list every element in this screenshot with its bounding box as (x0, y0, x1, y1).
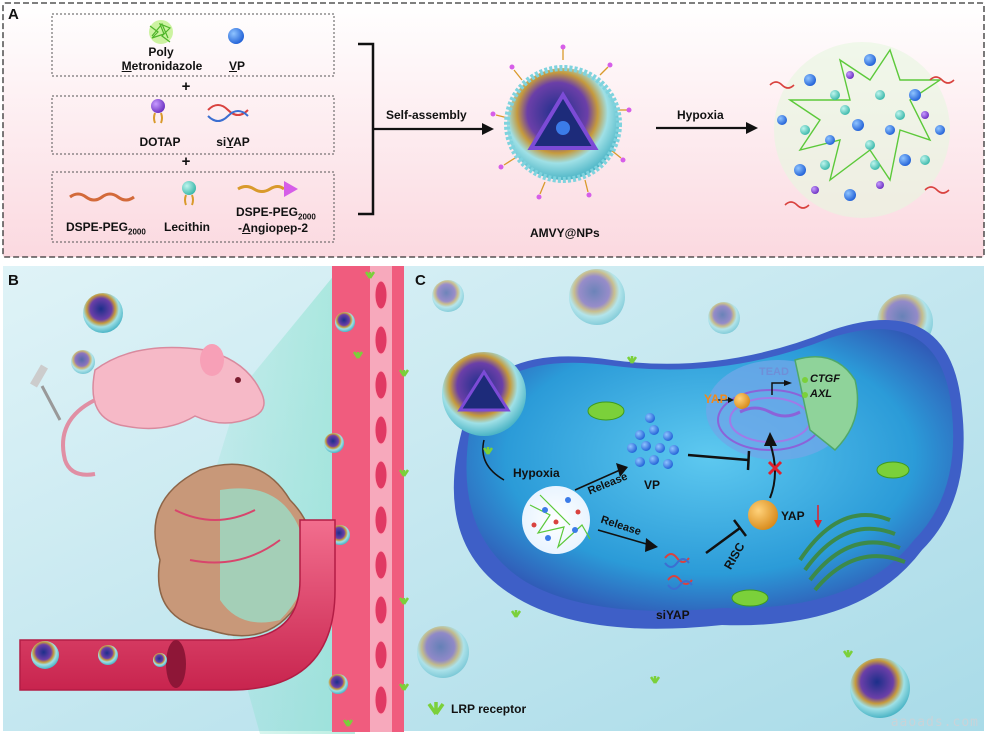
nucleus (706, 356, 859, 460)
release-arrow-siyap (597, 529, 651, 546)
angiopep-sub: 2000 (298, 212, 316, 222)
released-particle (522, 486, 591, 554)
release-arrow-vp (574, 469, 621, 491)
lecithin-icon (182, 181, 196, 206)
vp-p: P (237, 59, 246, 73)
siyap-label: siYAP (208, 135, 258, 149)
organelles (587, 401, 910, 607)
angiopep-rest: ngiopep-2 (250, 221, 308, 235)
vessel-wall (332, 266, 404, 732)
component-box-3 (51, 171, 335, 243)
angiopep-a: A (242, 221, 251, 235)
panel-c-letter: C (415, 272, 426, 289)
lrp-receptors (342, 271, 410, 727)
axl-label: AXL (810, 388, 832, 400)
self-assembly-label: Self-assembly (386, 108, 467, 122)
lecithin-label: Lecithin (164, 220, 211, 234)
vp-icon (228, 28, 244, 44)
tumor-illustration (154, 463, 314, 637)
blood-vessel (19, 519, 336, 691)
yap-protein (748, 500, 778, 530)
dspe-peg-angiopep-icon (237, 181, 298, 197)
watermark: aaoads.com (890, 715, 979, 730)
metronidazole-rest: etronidazole (131, 59, 203, 73)
plus-2: + (181, 153, 191, 170)
dotap-icon (151, 99, 165, 124)
vp-label-c: VP (644, 478, 661, 492)
vessel-nanoparticles (324, 312, 355, 694)
dotap-label: DOTAP (139, 135, 181, 149)
mouse-illustration (30, 344, 265, 477)
poly-metronidazole-icon (149, 20, 173, 44)
nuclear-yap-label: YAP (704, 392, 728, 406)
siyap-label-c: siYAP (656, 608, 690, 622)
panel-a-background (2, 2, 985, 258)
vessel-lumen-nanoparticles (31, 641, 167, 669)
vp-cluster (627, 413, 679, 469)
dspe-peg-icon (69, 192, 135, 202)
vp-label: VP (222, 59, 252, 73)
panel-b-letter: B (8, 272, 19, 289)
incoming-nanoparticle (442, 352, 526, 436)
dspe-peg-sub: 2000 (128, 227, 146, 237)
hypoxia-label-a: Hypoxia (677, 108, 724, 122)
panel-a-letter: A (8, 6, 19, 23)
siyap-strands (664, 553, 693, 590)
amvy-label: AMVY@NPs (530, 226, 600, 240)
hypoxia-label-c: Hypoxia (513, 466, 560, 480)
panel-c-lrp-receptors (482, 356, 854, 684)
angiopep-label-1: DSPE-PEG2000 (236, 205, 316, 221)
vp-inhibition-line (687, 453, 749, 462)
corner-nanoparticle (850, 658, 910, 718)
lrp-legend-icon (427, 702, 445, 716)
panel-b-nanoparticles (71, 293, 123, 374)
angiopep-label-2: -Angiopep-2 (238, 221, 308, 235)
component-box-1 (51, 13, 335, 77)
siyap-si: si (216, 135, 227, 149)
block-x-icon (767, 460, 783, 476)
vp-v: V (228, 59, 237, 73)
poly-label: Poly (148, 45, 174, 59)
siyap-y: Y (226, 135, 234, 149)
dspe-peg-text: DSPE-PEG (66, 220, 129, 234)
tead-label: TEAD (759, 366, 789, 378)
nuclear-yap-icon (734, 393, 750, 409)
metronidazole-label: Metronidazole (107, 59, 217, 73)
disassembled-particle (769, 42, 955, 218)
dspe-peg-label: DSPE-PEG2000 (66, 220, 146, 236)
siyap-dna-icon (207, 104, 249, 122)
yap-label-c: YAP (781, 509, 805, 523)
amvy-nanoparticle (490, 44, 632, 200)
yap-translocation-arrow (769, 442, 776, 499)
angiopep-text: DSPE-PEG (236, 205, 299, 219)
plus-1: + (181, 78, 191, 95)
tead-dna (739, 406, 801, 418)
component-box-2 (51, 95, 335, 155)
siyap-ap: AP (233, 135, 250, 149)
lrp-legend-label: LRP receptor (451, 702, 527, 716)
angiopep-dash: - (238, 221, 242, 235)
metronidazole-initial: M (121, 59, 132, 73)
ctgf-label: CTGF (810, 373, 840, 385)
risc-inhibition-line (705, 526, 741, 555)
